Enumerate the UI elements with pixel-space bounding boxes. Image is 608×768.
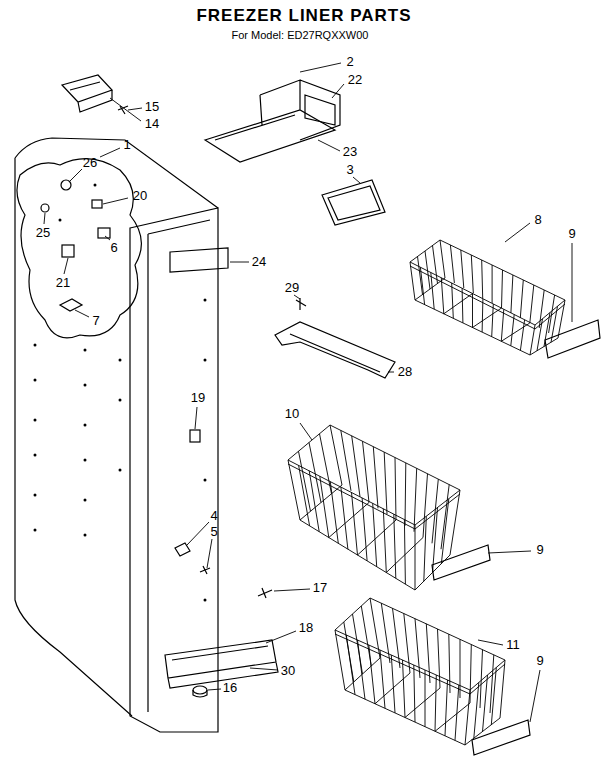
wire-basket xyxy=(410,240,565,355)
callout-number: 3 xyxy=(346,163,353,177)
clip xyxy=(190,430,200,442)
light-lens xyxy=(305,95,335,125)
callout-number: 16 xyxy=(223,681,237,695)
callout-number: 15 xyxy=(145,100,159,114)
leader-lines xyxy=(44,63,572,722)
callout-number: 9 xyxy=(536,654,543,668)
grille-trim xyxy=(165,640,278,688)
control-panel-outline xyxy=(17,159,141,338)
callout-number: 17 xyxy=(313,581,327,595)
panel-parts xyxy=(41,180,110,311)
liner-dots xyxy=(34,184,207,602)
callout-number: 4 xyxy=(210,509,217,523)
shelf-rail xyxy=(275,322,395,378)
callout-number: 6 xyxy=(110,241,117,255)
callout-number: 21 xyxy=(56,276,70,290)
callout-number: 5 xyxy=(210,525,217,539)
callout-number: 19 xyxy=(191,391,205,405)
wire-basket xyxy=(335,598,505,745)
callout-number: 9 xyxy=(536,543,543,557)
trim-strip xyxy=(170,248,228,272)
callout-number: 29 xyxy=(285,281,299,295)
clip xyxy=(175,543,190,556)
basket-strip xyxy=(545,320,600,358)
callout-number: 14 xyxy=(145,117,159,131)
callout-number: 18 xyxy=(299,621,313,635)
callout-number: 20 xyxy=(133,189,147,203)
basket-strip xyxy=(472,720,530,755)
callout-number: 11 xyxy=(506,638,520,652)
basket-strip xyxy=(432,545,490,580)
callout-number: 7 xyxy=(92,314,99,328)
button xyxy=(193,690,207,697)
callout-number: 23 xyxy=(343,145,357,159)
light-tray xyxy=(205,80,340,162)
callout-number: 25 xyxy=(36,226,50,240)
diagram-title: FREEZER LINER PARTS xyxy=(196,6,411,26)
callout-number: 30 xyxy=(281,664,295,678)
callout-number: 28 xyxy=(398,365,412,379)
callout-number: 9 xyxy=(568,227,575,241)
callout-number: 1 xyxy=(123,138,130,152)
callout-number: 22 xyxy=(348,73,362,87)
screw xyxy=(296,298,306,310)
callout-number: 26 xyxy=(83,156,97,170)
callout-number: 10 xyxy=(285,407,299,421)
wire-basket xyxy=(288,425,460,590)
callout-number: 8 xyxy=(534,213,541,227)
callout-number: 24 xyxy=(252,255,266,269)
model-number: For Model: ED27RQXXW00 xyxy=(232,29,369,41)
hinge-bracket xyxy=(62,75,112,112)
button xyxy=(193,686,207,694)
screw xyxy=(200,566,210,574)
screw xyxy=(258,588,272,598)
callout-number: 2 xyxy=(346,55,353,69)
lid xyxy=(322,180,385,225)
